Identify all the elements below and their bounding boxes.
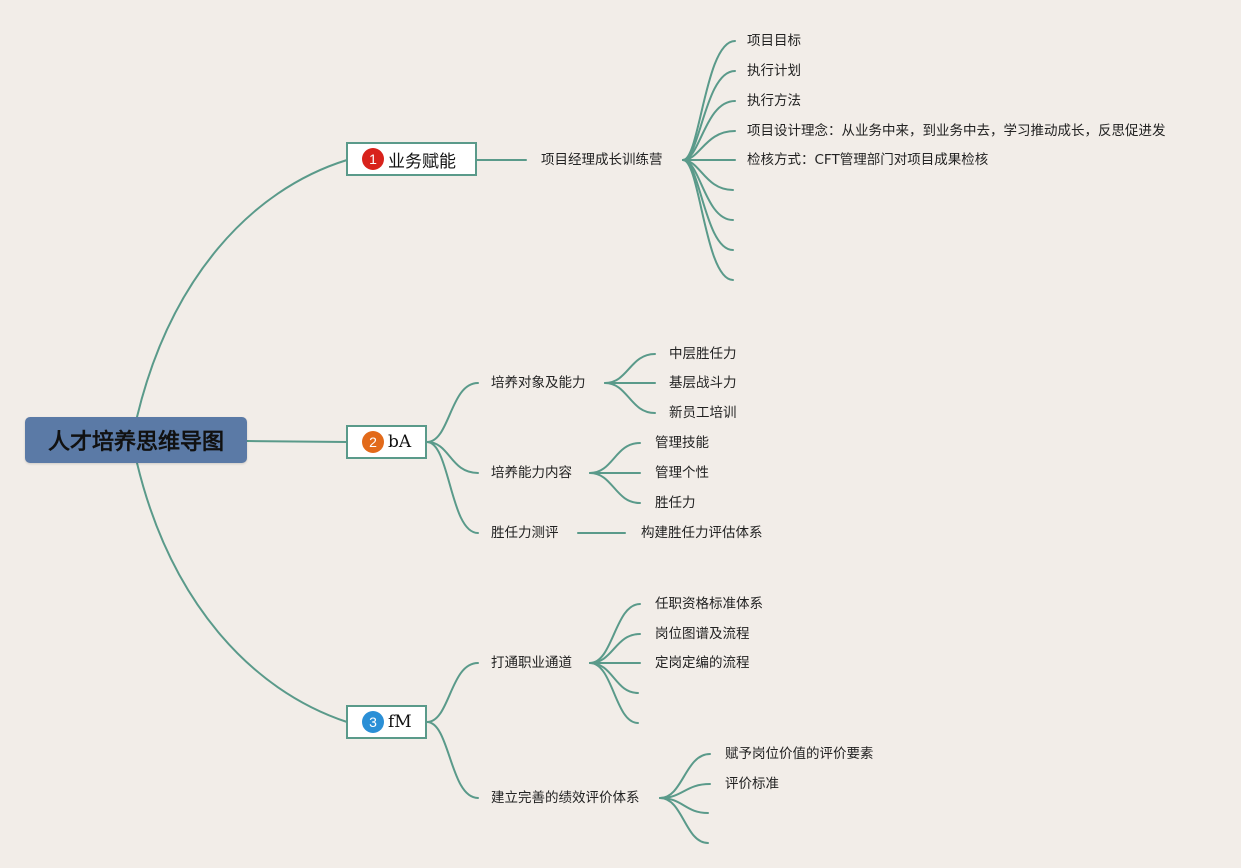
subtopic-b2-1-1[interactable]: 中层胜任力 xyxy=(669,346,737,362)
connector-b2-c2-g1 xyxy=(589,442,641,474)
connector-b2-c3 xyxy=(426,441,479,534)
branch-label-1: 业务赋能 xyxy=(388,151,456,172)
number-badge-2: 2 xyxy=(362,431,384,453)
connector-root-branch3 xyxy=(136,462,348,723)
branch-node-2[interactable]: 2 bA xyxy=(346,425,427,459)
topic-competency-assessment[interactable]: 胜任力测评 xyxy=(491,525,559,541)
subtopic-b2-1-2[interactable]: 基层战斗力 xyxy=(669,375,737,391)
topic-career-path[interactable]: 打通职业通道 xyxy=(491,655,572,671)
subtopic-b3-1-3[interactable]: 定岗定编的流程 xyxy=(655,655,750,671)
number-badge-3: 3 xyxy=(362,711,384,733)
connector-b3-c1-g4 xyxy=(589,662,639,694)
subtopic-b1-2[interactable]: 执行计划 xyxy=(747,63,801,79)
subtopic-b2-1-3[interactable]: 新员工培训 xyxy=(669,405,737,421)
connector-root-branch1 xyxy=(136,159,348,418)
subtopic-b1-4[interactable]: 项目设计理念：从业务中来，到业务中去，学习推动成长，反思促进发 xyxy=(747,123,1166,139)
connector-b3-c2 xyxy=(426,721,479,799)
connector-b3-c1-g2 xyxy=(589,633,641,664)
connector-b2-c2-g3 xyxy=(589,472,641,504)
connector-b2-c1-g3 xyxy=(604,382,656,414)
root-node[interactable]: 人才培养思维导图 xyxy=(25,417,247,463)
subtopic-b2-3-1[interactable]: 构建胜任力评估体系 xyxy=(641,525,763,541)
subtopic-b1-3[interactable]: 执行方法 xyxy=(747,93,801,109)
subtopic-b1-1[interactable]: 项目目标 xyxy=(747,33,801,49)
connector-b1-c1-fan-3 xyxy=(682,100,736,161)
connector-root-branch2 xyxy=(246,440,348,443)
connector-b2-c1-g1 xyxy=(604,353,656,384)
connector-b1-c1-fan-2 xyxy=(682,70,736,161)
topic-training-targets[interactable]: 培养对象及能力 xyxy=(491,375,586,391)
connector-b3-c1-g5 xyxy=(589,662,639,724)
connector-b3-c2-g4 xyxy=(659,797,709,844)
connector-b3-c1 xyxy=(426,662,479,723)
number-badge-1: 1 xyxy=(362,148,384,170)
subtopic-b2-2-2[interactable]: 管理个性 xyxy=(655,465,709,481)
connector-b2-c1 xyxy=(426,382,479,443)
branch-label-3: fM xyxy=(388,712,412,732)
branch-node-3[interactable]: 3 fM xyxy=(346,705,427,739)
subtopic-b2-2-1[interactable]: 管理技能 xyxy=(655,435,709,451)
subtopic-b3-1-1[interactable]: 任职资格标准体系 xyxy=(655,596,763,612)
topic-project-manager-camp[interactable]: 项目经理成长训练营 xyxy=(541,152,663,168)
root-label: 人才培养思维导图 xyxy=(47,430,224,455)
connector-b1-c1-fan-9 xyxy=(682,159,734,281)
subtopic-b3-1-2[interactable]: 岗位图谱及流程 xyxy=(655,626,750,642)
topic-performance-system[interactable]: 建立完善的绩效评价体系 xyxy=(491,790,640,806)
subtopic-b1-5[interactable]: 检核方式：CFT管理部门对项目成果检核 xyxy=(747,152,989,168)
subtopic-b3-2-1[interactable]: 赋予岗位价值的评价要素 xyxy=(725,746,874,762)
branch-label-2: bA xyxy=(388,432,412,452)
connector-b3-c1-g1 xyxy=(589,603,641,664)
topic-training-content[interactable]: 培养能力内容 xyxy=(491,465,572,481)
subtopic-b3-2-2[interactable]: 评价标准 xyxy=(725,776,779,792)
branch-node-1[interactable]: 1 业务赋能 xyxy=(346,142,477,176)
connector-b2-c2 xyxy=(426,441,479,474)
subtopic-b2-2-3[interactable]: 胜任力 xyxy=(655,495,696,511)
